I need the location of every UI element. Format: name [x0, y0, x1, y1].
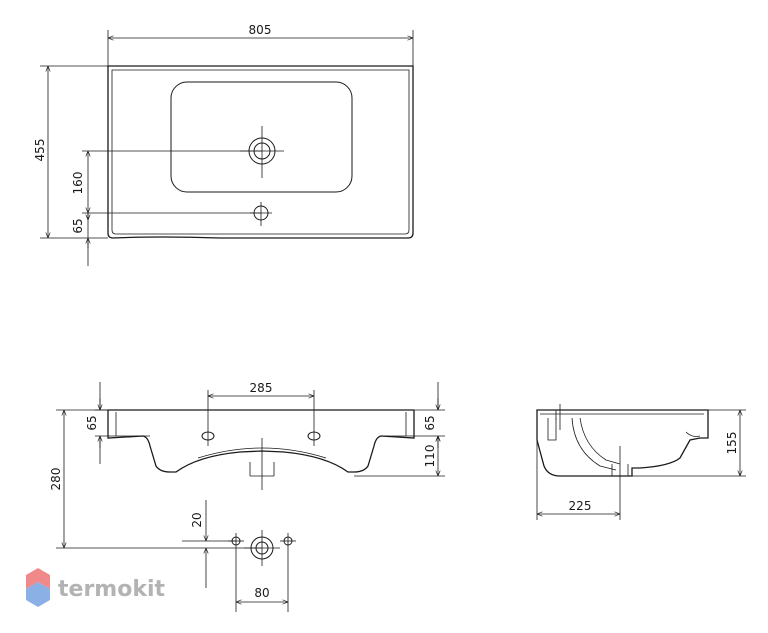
top-view-outline [107, 65, 414, 239]
front-view-outline [107, 410, 415, 473]
dim-drain-offset-label: 20 [190, 512, 204, 527]
dim-side-height-label: 155 [725, 432, 739, 455]
drain-fixing-detail [228, 530, 296, 612]
brand-logo-icon-top [26, 568, 50, 589]
dim-width-label: 805 [249, 23, 272, 37]
front-view-tap-hole-right [307, 390, 321, 446]
dim-right-rim-label: 65 [423, 415, 437, 430]
dim-depth-label: 455 [33, 139, 47, 162]
brand-name: termokit [58, 577, 165, 602]
side-view: 155 225 [536, 404, 746, 520]
dim-side-depth-label: 225 [569, 499, 592, 513]
dim-tap-spacing-label: 285 [250, 381, 273, 395]
top-view-drain [240, 126, 284, 178]
side-view-outline [536, 409, 709, 477]
dim-tap-to-drain-label: 160 [71, 172, 85, 195]
dim-left-rim-label: 65 [85, 415, 99, 430]
top-view-tap-hole [250, 202, 272, 226]
front-view-tap-hole-left [201, 390, 215, 446]
brand-logo: termokit [26, 568, 165, 607]
dim-fixing-spacing-label: 80 [254, 586, 269, 600]
top-view: 805 455 160 65 [33, 23, 414, 266]
dim-drain-edge-label: 65 [71, 218, 85, 233]
dim-bowl-depth-label: 110 [423, 445, 437, 468]
front-view: 285 65 65 110 280 [49, 381, 445, 612]
dim-overall-height-label: 280 [49, 468, 63, 491]
top-view-bowl [170, 81, 353, 193]
top-view-rim [111, 69, 410, 235]
brand-logo-icon-bottom [26, 582, 50, 607]
